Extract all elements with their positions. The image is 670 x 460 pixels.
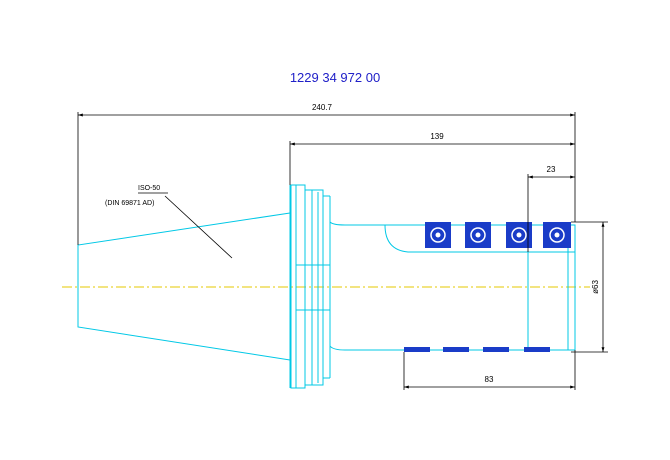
indexable-insert-icon bbox=[425, 222, 451, 248]
insert-width-label: 23 bbox=[547, 165, 556, 174]
overall-length-label: 240.7 bbox=[312, 103, 333, 112]
taper-cone bbox=[77, 212, 291, 361]
body-length-label: 139 bbox=[430, 132, 444, 141]
flange-groove bbox=[304, 189, 324, 386]
inserts-bottom bbox=[404, 347, 550, 352]
tool-outline bbox=[77, 184, 576, 389]
inserts-top bbox=[425, 222, 571, 248]
insert-edge bbox=[483, 347, 509, 352]
insert-edge bbox=[404, 347, 430, 352]
indexable-insert-icon bbox=[465, 222, 491, 248]
insert-edge bbox=[443, 347, 469, 352]
cutting-length-label: 83 bbox=[485, 375, 494, 384]
leader-line bbox=[164, 195, 233, 259]
dim-cutting-length: 83 bbox=[403, 350, 576, 390]
tool-body bbox=[329, 221, 576, 351]
taper-label-group: ISO-50 (DIN 69871 AD) bbox=[105, 185, 233, 259]
standard-label: (DIN 69871 AD) bbox=[105, 200, 154, 207]
part-number-title: 1229 34 972 00 bbox=[290, 70, 380, 85]
indexable-insert-icon bbox=[543, 222, 571, 248]
dim-diameter: ø63 bbox=[571, 221, 608, 353]
diameter-label: ø63 bbox=[591, 280, 600, 294]
dim-body-length: 139 bbox=[289, 132, 575, 185]
taper-label: ISO-50 bbox=[138, 185, 160, 192]
dim-overall-length: 240.7 bbox=[77, 103, 576, 245]
dim-insert-width: 23 bbox=[527, 165, 575, 252]
insert-edge bbox=[524, 347, 550, 352]
